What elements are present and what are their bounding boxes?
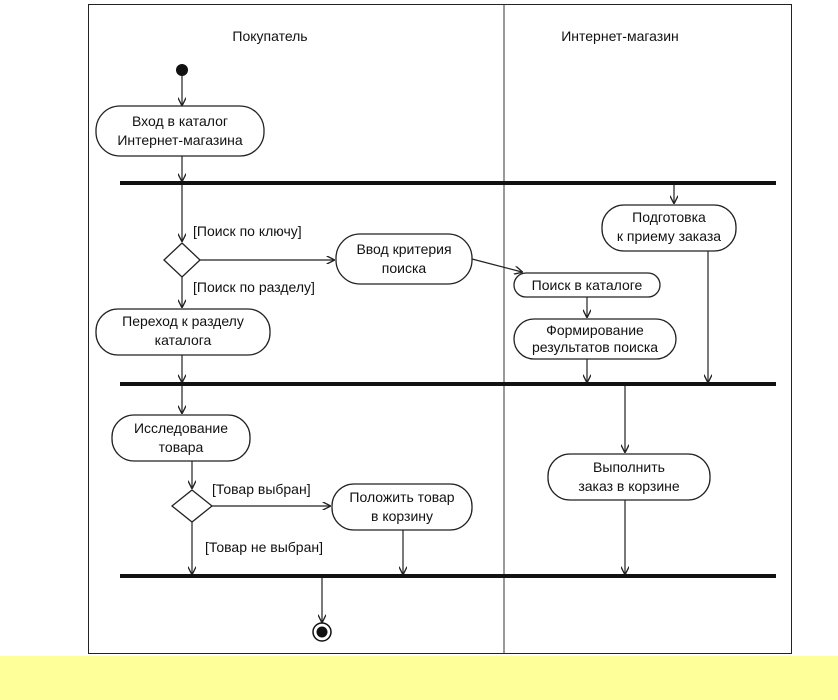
yellow-band [0,656,838,700]
edge-criteria-to-search [471,258,522,272]
initial-node [176,64,188,76]
decision-item-selected [170,489,214,523]
activity-put-cart-line2: в корзину [371,508,433,524]
activity-put-cart-line1: Положить товар [349,489,454,505]
activity-execute-order [547,453,711,501]
activity-search-catalog-label: Поиск в каталоге [532,277,643,293]
activity-go-section-line1: Переход к разделу [122,313,244,329]
activity-execute-order-line1: Выполнить [593,459,665,475]
guard-by-section: [Поиск по разделу] [193,279,315,295]
activity-prepare-order [601,204,737,252]
activity-enter-catalog [95,105,265,157]
guard-selected: [Товар выбран] [212,481,311,497]
lane-header-buyer: Покупатель [232,28,307,44]
final-node-inner [316,626,328,638]
activity-explore-item [111,414,251,462]
lane-header-shop: Интернет-магазин [561,28,679,44]
guard-by-key: [Поиск по ключу] [193,223,302,239]
activity-explore-item-line1: Исследование [134,420,228,436]
activity-go-section [95,308,271,356]
decision-search-type [163,242,201,278]
activity-prepare-order-line2: к приему заказа [617,228,721,244]
activity-explore-item-line2: товара [159,439,204,455]
activity-go-section-line2: каталога [155,332,212,348]
activity-enter-catalog-line1: Вход в каталог [132,113,228,129]
activity-diagram: Покупатель Интернет-магазин Вход в катал… [95,4,776,654]
activity-form-results [513,318,677,360]
activity-form-results-line1: Формирование [546,322,644,338]
activity-enter-criteria-line1: Ввод критерия [356,241,451,257]
activity-put-cart [331,483,473,531]
activity-form-results-line2: результатов поиска [532,339,658,355]
activity-enter-catalog-line2: Интернет-магазина [117,132,243,148]
activity-execute-order-line2: заказ в корзине [578,478,680,494]
activity-enter-criteria-line2: поиска [382,260,427,276]
activity-prepare-order-line1: Подготовка [632,209,706,225]
guard-not-selected: [Товар не выбран] [205,539,323,555]
